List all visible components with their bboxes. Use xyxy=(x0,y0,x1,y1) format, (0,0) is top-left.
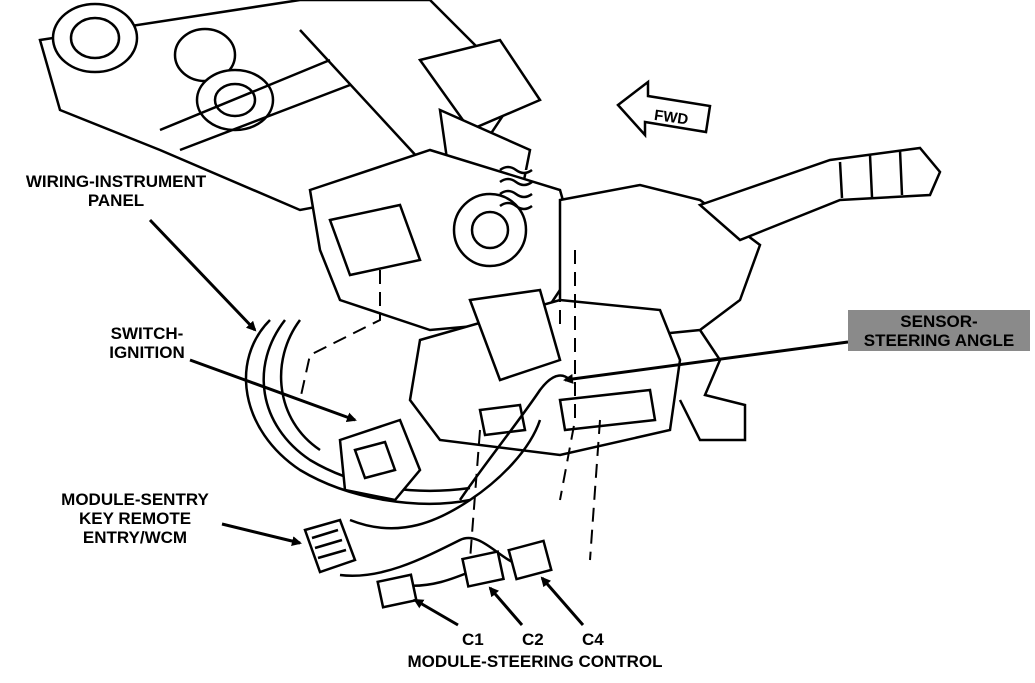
arrow-sentry-module xyxy=(221,522,302,546)
label-sentry-module: MODULE-SENTRY KEY REMOTE ENTRY/WCM xyxy=(45,490,225,547)
label-line: SENSOR- xyxy=(900,312,978,331)
label-module-steering-control: MODULE-STEERING CONTROL xyxy=(407,652,663,671)
connector-c1-body xyxy=(376,573,418,609)
label-line: SWITCH- xyxy=(110,324,184,343)
label-wiring-instrument-panel: WIRING-INSTRUMENT PANEL xyxy=(5,172,227,210)
label-sensor-steering-angle: SENSOR- STEERING ANGLE xyxy=(848,310,1030,351)
label-line: KEY REMOTE xyxy=(78,509,192,528)
module-connectors xyxy=(376,539,553,609)
label-connector-c2: C2 xyxy=(522,630,544,649)
label-line: ENTRY/WCM xyxy=(82,528,188,547)
label-line: IGNITION xyxy=(109,343,185,362)
connector-c4-body xyxy=(507,539,553,581)
label-arrows xyxy=(148,218,849,627)
arrow-c1 xyxy=(413,598,459,627)
arrow-c4 xyxy=(540,576,585,626)
arrow-switch-ignition xyxy=(189,358,357,422)
label-line: WIRING-INSTRUMENT xyxy=(25,172,207,191)
arrow-c2 xyxy=(488,586,524,626)
arrow-sensor-steering-angle xyxy=(563,340,849,384)
steering-column-shaft xyxy=(38,0,542,212)
connector-c2-body xyxy=(461,550,505,588)
ignition-switch-connector xyxy=(338,418,422,502)
label-connector-c1: C1 xyxy=(462,630,484,649)
fwd-arrow: FWD xyxy=(616,79,712,139)
label-switch-ignition: SWITCH- IGNITION xyxy=(92,324,202,362)
label-line: PANEL xyxy=(87,191,145,210)
steering-control-module-body xyxy=(408,288,682,457)
label-line: MODULE-SENTRY xyxy=(61,490,209,509)
label-connector-c4: C4 xyxy=(582,630,604,649)
dashed-leader-lines xyxy=(299,200,601,561)
fwd-label: FWD xyxy=(653,107,689,129)
label-line: STEERING ANGLE xyxy=(863,331,1015,350)
sentry-module-connector xyxy=(303,518,357,574)
arrow-wiring-instrument-panel xyxy=(148,218,257,332)
column-housing xyxy=(308,148,582,332)
